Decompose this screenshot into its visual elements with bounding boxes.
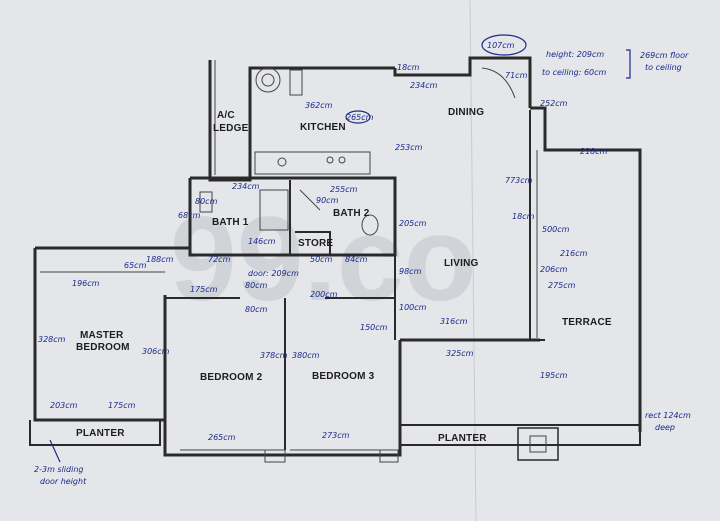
annotations: 107cm height: 209cm to ceiling: 60cm 269… (34, 34, 691, 486)
label-store: STORE (298, 238, 333, 249)
note-terrace-218: 218cm (580, 147, 608, 156)
note-253: 253cm (395, 143, 423, 152)
label-bath-2: BATH 2 (333, 208, 370, 219)
note-floor-269: 269cm floor (640, 51, 689, 60)
label-planter-left: PLANTER (76, 428, 125, 439)
note-terrace-500: 500cm (542, 225, 570, 234)
label-terrace: TERRACE (562, 317, 612, 328)
note-378: 378cm (260, 351, 288, 360)
note-328: 328cm (38, 335, 66, 344)
label-master-bedroom-2: BEDROOM (76, 342, 130, 353)
label-master-bedroom: MASTER (80, 330, 124, 341)
note-height-209: height: 209cm (546, 50, 604, 59)
note-bath1-68: 68cm (178, 211, 201, 220)
label-bath-1: BATH 1 (212, 217, 249, 228)
watermark: 99.co (170, 192, 477, 326)
note-362: 362cm (305, 101, 333, 110)
note-terrace-216: 216cm (560, 249, 588, 258)
note-71: 71cm (505, 71, 528, 80)
note-100: 100cm (399, 303, 427, 312)
note-98: 98cm (399, 267, 422, 276)
note-bedroom3-200: 200cm (310, 290, 338, 299)
note-380: 380cm (292, 351, 320, 360)
note-72: 72cm (208, 255, 231, 264)
note-325: 325cm (446, 349, 474, 358)
note-store-50: 50cm (310, 255, 333, 264)
note-bedroom2-175: 175cm (190, 285, 218, 294)
label-dining: DINING (448, 107, 484, 118)
note-to-ceiling-2: to ceiling (645, 63, 682, 72)
label-kitchen: KITCHEN (300, 122, 346, 133)
note-18a: 18cm (397, 63, 420, 72)
note-bedroom3-273: 273cm (322, 431, 350, 440)
note-rect-deep: deep (655, 423, 675, 432)
note-316: 316cm (440, 317, 468, 326)
note-188: 188cm (146, 255, 174, 264)
label-bedroom-3: BEDROOM 3 (312, 371, 375, 382)
note-bath2-255: 255cm (330, 185, 358, 194)
note-bath2-205: 205cm (399, 219, 427, 228)
label-ac-ledge: A/C (217, 110, 235, 121)
note-150: 150cm (360, 323, 388, 332)
note-175b: 175cm (108, 401, 136, 410)
note-terrace-275: 275cm (548, 281, 576, 290)
note-door-209: door: 209cm (248, 269, 299, 278)
note-252: 252cm (540, 99, 568, 108)
note-84: 84cm (345, 255, 368, 264)
note-bath1-234: 234cm (232, 182, 260, 191)
note-door-80a: 80cm (245, 281, 268, 290)
walls (29, 56, 642, 463)
note-bath2-90: 90cm (316, 196, 339, 205)
note-234: 234cm (410, 81, 438, 90)
note-65: 65cm (124, 261, 147, 270)
note-terrace-773: 773cm (505, 176, 533, 185)
label-ac-ledge-2: LEDGE (213, 123, 249, 134)
paper-fold (469, 0, 477, 521)
note-sliding: 2-3m sliding (34, 465, 83, 474)
note-rect-124: rect 124cm (645, 411, 691, 420)
note-bath1-80: 80cm (195, 197, 218, 206)
note-203: 203cm (50, 401, 78, 410)
note-107: 107cm (487, 41, 515, 50)
fixtures (199, 67, 516, 236)
note-196: 196cm (72, 279, 100, 288)
note-sliding-2: door height (40, 477, 87, 486)
note-terrace-206: 206cm (540, 265, 568, 274)
note-265: 265cm (346, 113, 374, 122)
note-terrace-18: 18cm (512, 212, 535, 221)
label-living: LIVING (444, 258, 479, 269)
note-306: 306cm (142, 347, 170, 356)
note-terrace-195: 195cm (540, 371, 568, 380)
label-bedroom-2: BEDROOM 2 (200, 372, 263, 383)
note-bath1-146: 146cm (248, 237, 276, 246)
note-bedroom2-265: 265cm (208, 433, 236, 442)
note-door-80b: 80cm (245, 305, 268, 314)
label-planter-right: PLANTER (438, 433, 487, 444)
note-to-ceiling: to ceiling: 60cm (542, 68, 607, 77)
